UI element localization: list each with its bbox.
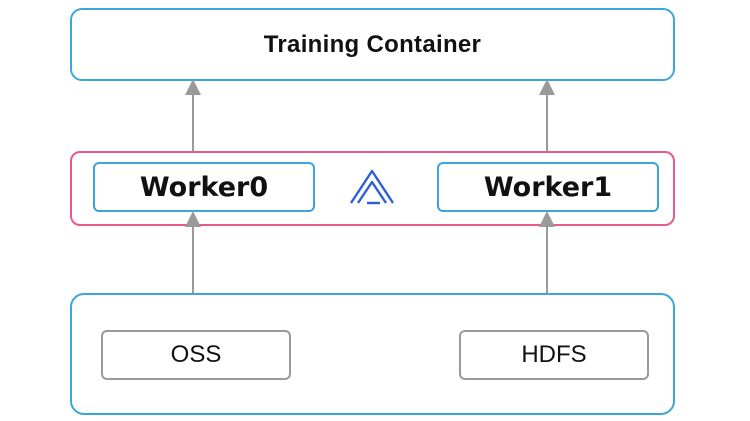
storage-group-box xyxy=(70,293,675,415)
oss-box: OSS xyxy=(101,330,291,380)
hdfs-box: HDFS xyxy=(459,330,649,380)
training-container-box: Training Container xyxy=(70,8,675,81)
worker0-box: Worker0 xyxy=(93,162,315,212)
worker1-label: Worker1 xyxy=(483,171,613,203)
oss-label: OSS xyxy=(170,341,222,368)
hdfs-label: HDFS xyxy=(521,341,587,368)
worker1-box: Worker1 xyxy=(437,162,659,212)
worker0-label: Worker0 xyxy=(139,171,269,203)
training-container-label: Training Container xyxy=(263,30,482,58)
triangle-logo-icon xyxy=(349,169,395,205)
worker-group-box xyxy=(70,151,675,226)
